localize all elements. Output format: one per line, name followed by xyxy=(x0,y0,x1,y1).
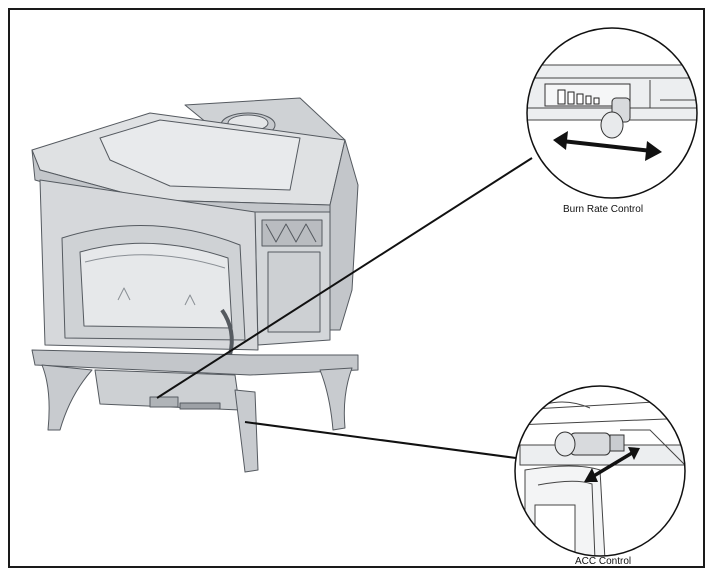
acc-knob xyxy=(569,432,611,456)
acc-detail-circle xyxy=(514,385,686,557)
acc-leader-line xyxy=(244,421,517,459)
acc-double-arrow xyxy=(584,447,640,482)
burn-rate-control-label: Burn Rate Control xyxy=(563,204,644,215)
leader-lines xyxy=(156,157,533,459)
diagram-frame xyxy=(8,8,705,568)
acc-control-label: ACC Control xyxy=(575,556,632,567)
burn-rate-leader-line xyxy=(156,157,533,399)
wood-stove xyxy=(31,97,359,473)
burn-rate-detail-circle xyxy=(526,27,698,199)
burn-rate-double-arrow xyxy=(553,131,662,161)
